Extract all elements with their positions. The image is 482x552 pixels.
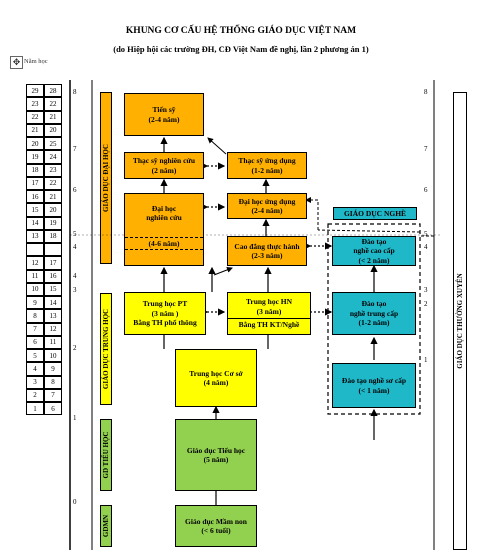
right-tick-label: 8 — [424, 88, 428, 96]
left-tick-label: 4 — [73, 272, 77, 280]
age-table-cell: 9 — [26, 296, 44, 310]
age-table-cell: 20 — [44, 203, 62, 217]
left-tick-label: 5 — [73, 230, 77, 238]
box-primary: Giáo dục Tiểu học(5 năm) — [175, 419, 257, 491]
age-table-cell: 17 — [44, 256, 62, 270]
age-table-cell: 21 — [44, 110, 62, 124]
right-tick-label: 7 — [424, 145, 428, 153]
box-doctorate: Tiến sỹ(2-4 năm) — [124, 93, 204, 136]
age-table-cell: 28 — [44, 84, 62, 98]
age-table-cell: 18 — [44, 229, 62, 243]
age-table-cell: 22 — [26, 110, 44, 124]
age-table-cell: 11 — [44, 335, 62, 349]
right-tick-label: 1 — [424, 356, 428, 364]
right-tick-label: 2 — [424, 300, 428, 308]
box-high-school: Trung học PT(3 năm )Bằng TH phổ thông — [124, 292, 206, 335]
age-table-cell: 10 — [26, 282, 44, 296]
level-continuing: GIÁO DỤC THƯỜNG XUYÊN — [453, 92, 467, 550]
move-handle-icon[interactable]: ✥ — [10, 56, 23, 69]
age-table-cell: 19 — [44, 216, 62, 230]
age-table-cell: 17 — [26, 176, 44, 190]
age-table-cell: 22 — [44, 97, 62, 111]
age-table-cell: 15 — [44, 282, 62, 296]
age-table-cell: 8 — [44, 375, 62, 389]
page-subtitle: (do Hiệp hội các trường ĐH, CĐ Việt Nam … — [113, 44, 369, 54]
age-header: Năm học — [24, 58, 48, 65]
age-table-cell: 11 — [26, 269, 44, 283]
left-tick-label: 2 — [73, 344, 77, 352]
box-masters-applied: Thạc sỹ ứng dụng(1-2 năm) — [227, 152, 307, 179]
age-table-cell: 19 — [26, 150, 44, 164]
age-table-cell: 14 — [44, 296, 62, 310]
age-table-cell: 25 — [44, 137, 62, 151]
age-table-cell: 14 — [26, 216, 44, 230]
age-table-cell: 8 — [26, 309, 44, 323]
level-preschool: GDMN — [100, 505, 112, 547]
left-tick-label: 0 — [73, 498, 77, 506]
age-table-cell: 23 — [44, 163, 62, 177]
age-table-cell: 21 — [44, 190, 62, 204]
age-table-cell: 3 — [26, 375, 44, 389]
age-table-cell: 29 — [26, 84, 44, 98]
age-table-cell: 18 — [26, 163, 44, 177]
right-tick-label: 5 — [424, 230, 428, 238]
box-masters-research: Thạc sỹ nghiên cứu(2 năm) — [124, 152, 204, 179]
age-table-cell: 5 — [26, 349, 44, 363]
age-table-cell: 6 — [44, 402, 62, 416]
box-preschool: Giáo dục Mầm non(< 6 tuổi) — [175, 505, 257, 547]
age-table-cell: 20 — [44, 123, 62, 137]
age-table-cell: 12 — [26, 256, 44, 270]
box-vocational-basic: Đào tạo nghề sơ cấp(< 1 năm) — [332, 363, 416, 408]
age-table-cell: 10 — [44, 349, 62, 363]
vocational-label: GIÁO DỤC NGHỀ — [333, 207, 417, 220]
age-table-cell: 23 — [26, 97, 44, 111]
age-table-cell: 20 — [26, 137, 44, 151]
age-table-cell: 4 — [26, 362, 44, 376]
level-university: GIÁO DỤC ĐẠI HỌC — [100, 92, 112, 264]
age-table-cell: 2 — [26, 388, 44, 402]
age-table-cell: 13 — [26, 229, 44, 243]
left-tick-label: 4 — [73, 243, 77, 251]
age-table-cell: 6 — [26, 335, 44, 349]
box-college-practice: Cao đẳng thực hành(2-3 năm) — [227, 236, 307, 266]
left-tick-label: 1 — [73, 414, 77, 422]
age-table-cell: 16 — [44, 269, 62, 283]
age-table-cell: 13 — [44, 309, 62, 323]
age-table-cell: 21 — [26, 123, 44, 137]
age-table-cell: 15 — [26, 203, 44, 217]
age-table-cell: 16 — [26, 190, 44, 204]
age-table-cell: 7 — [44, 388, 62, 402]
box-lower-secondary: Trung học Cơ sở(4 năm) — [175, 349, 257, 407]
age-table-cell: 24 — [44, 150, 62, 164]
age-table-cell — [44, 243, 62, 257]
right-tick-label: 3 — [424, 286, 428, 294]
right-tick-label: 6 — [424, 186, 428, 194]
box-university-applied: Đại học ứng dụng(2-4 năm) — [227, 193, 307, 219]
age-table-cell: 22 — [44, 176, 62, 190]
left-tick-label: 3 — [73, 286, 77, 294]
box-vocational-high-school: Trung học HN(3 năm) Bằng TH KT/Nghề — [227, 292, 311, 335]
age-table-cell — [26, 243, 44, 257]
page-title: KHUNG CƠ CẤU HỆ THỐNG GIÁO DỤC VIỆT NAM — [125, 26, 357, 36]
right-tick-label: 4 — [424, 243, 428, 251]
age-table-cell: 9 — [44, 362, 62, 376]
age-table-cell: 7 — [26, 322, 44, 336]
level-primary: GD TIỂU HỌC — [100, 419, 112, 491]
age-table-cell: 12 — [44, 322, 62, 336]
left-tick-label: 8 — [73, 88, 77, 96]
age-table-cell: 1 — [26, 402, 44, 416]
level-secondary: GIÁO DỤC TRUNG HỌC — [100, 293, 112, 405]
left-tick-label: 7 — [73, 145, 77, 153]
left-tick-label: 6 — [73, 186, 77, 194]
